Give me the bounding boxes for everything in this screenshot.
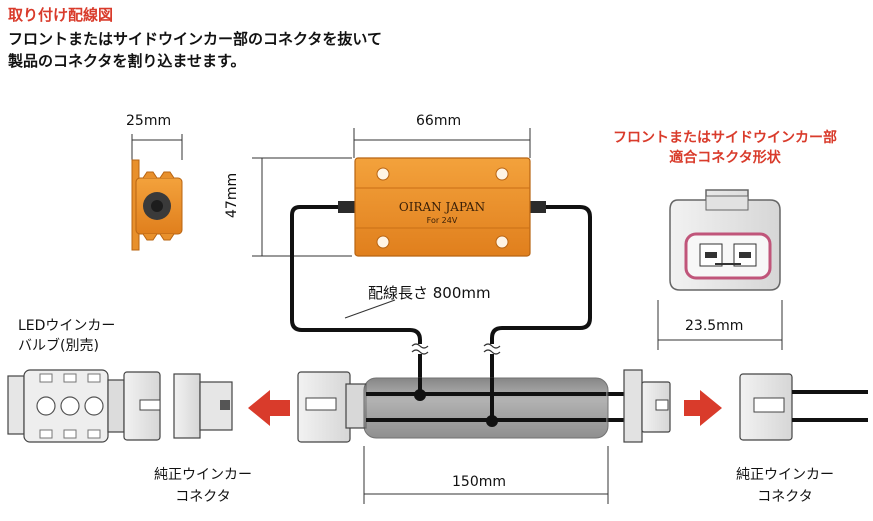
right-connector-label-line-2: コネクタ — [757, 489, 813, 505]
right-connector-label-line-1: 純正ウインカー — [736, 467, 834, 483]
left-genuine-connector — [173, 373, 233, 439]
left-connector-label: 純正ウインカー コネクタ — [138, 464, 268, 508]
right-genuine-connector — [739, 373, 868, 441]
connector-shape-title: フロントまたはサイドウインカー部 適合コネクタ形状 — [590, 128, 860, 168]
instructions: フロントまたはサイドウインカー部のコネクタを抜いて 製品のコネクタを割り込ませま… — [8, 28, 382, 72]
instruction-line-1: フロントまたはサイドウインカー部のコネクタを抜いて — [8, 30, 382, 48]
resistor-side-view — [131, 134, 183, 251]
bulb-label: LEDウインカー バルブ(別売) — [18, 316, 115, 356]
wire-length-leader — [344, 299, 396, 319]
connector-shape-title-line-2: 適合コネクタ形状 — [669, 150, 781, 166]
heat-shrink-tube — [363, 377, 609, 439]
product-male-connector — [623, 369, 671, 443]
resistor-body: OIRAN JAPAN For 24V — [338, 157, 546, 257]
left-connector-label-line-1: 純正ウインカー — [154, 467, 252, 483]
left-connector-label-line-2: コネクタ — [175, 489, 231, 505]
product-female-connector — [297, 371, 367, 443]
resistor-brand-text: OIRAN JAPAN — [399, 200, 485, 214]
diagram-title: 取り付け配線図 — [8, 6, 114, 24]
resistor-dimensions — [252, 128, 531, 257]
connector-shape-title-line-1: フロントまたはサイドウインカー部 — [613, 130, 837, 146]
connector-shape-view — [657, 189, 783, 350]
side-width-label: 25mm — [126, 113, 172, 129]
connector-width-label: 23.5mm — [685, 318, 744, 334]
bulb-label-line-2: バルブ(別売) — [18, 338, 99, 354]
tube-length-dimension — [363, 446, 609, 504]
right-arrow — [684, 390, 722, 426]
led-bulb — [7, 369, 161, 443]
resistor-width-label: 66mm — [416, 113, 462, 129]
wire-break-marks — [411, 343, 501, 355]
instruction-line-2: 製品のコネクタを割り込ませます。 — [8, 52, 246, 70]
resistor-wires — [290, 205, 592, 408]
resistor-voltage-text: For 24V — [427, 216, 458, 225]
wire-length-label: 配線長さ 800mm — [368, 284, 491, 302]
left-arrow — [248, 390, 290, 426]
resistor-height-label: 47mm — [224, 172, 240, 218]
tube-length-label: 150mm — [452, 474, 506, 490]
bulb-label-line-1: LEDウインカー — [18, 318, 116, 334]
right-connector-label: 純正ウインカー コネクタ — [720, 464, 850, 508]
